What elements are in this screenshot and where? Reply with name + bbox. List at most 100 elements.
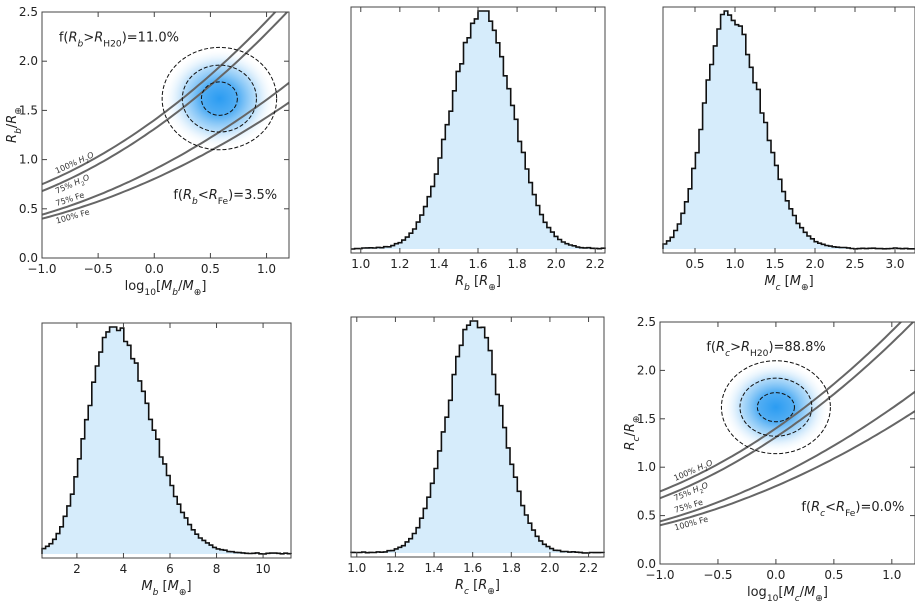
histogram-fill (42, 327, 291, 554)
curve-label: 100% H2O (54, 150, 97, 178)
credible-contour (720, 360, 831, 455)
label-segment: H20 (750, 349, 769, 359)
label-segment: H (691, 484, 700, 495)
label-segment: [ (156, 279, 161, 294)
label-segment: b (172, 288, 178, 298)
label-segment: O (700, 481, 709, 492)
x-tick-label: 1.0 (257, 262, 276, 276)
label-segment: / (5, 123, 20, 128)
histogram-fill (663, 11, 915, 249)
x-tick-label: −1.0 (645, 568, 674, 582)
label-segment: 2 (85, 158, 91, 165)
y-tick-label: 0.5 (637, 509, 656, 523)
histogram-outline (662, 10, 915, 250)
x-tick-label: 1.8 (502, 561, 521, 575)
label-segment: 2 (704, 466, 710, 473)
x-tick-label: 0.5 (824, 568, 843, 582)
curve-label: 100% H2O (673, 458, 716, 485)
label-segment: O (86, 150, 95, 161)
label-segment: b (464, 283, 470, 293)
composition-curve (42, 12, 289, 193)
label-segment: 10 (144, 288, 156, 298)
x-axis-label: Rc [R⊕] (455, 578, 500, 597)
label-segment: O (705, 458, 714, 469)
label-segment: 10 (767, 594, 779, 604)
credible-contour (200, 81, 238, 116)
composition-curve (660, 410, 915, 527)
label-segment: 2 (699, 489, 705, 496)
label-segment: H (77, 154, 86, 165)
label-segment: M (783, 585, 794, 600)
label-segment: [ (778, 585, 783, 600)
x-axis-label: Mc [M⊕] (764, 274, 813, 293)
label-segment: Fe (218, 197, 229, 207)
label-segment: M (161, 279, 172, 294)
label-segment: R (716, 340, 725, 355)
y-tick-label: 2.5 (637, 315, 656, 329)
label-segment: f( (173, 188, 183, 203)
composition-curve (660, 322, 903, 493)
plot-frame (662, 6, 915, 254)
x-axis-label: Mb [M⊕] (141, 579, 191, 598)
fraction-annotation: f(Rb<RFe)=3.5% (173, 188, 277, 207)
composition-curve (660, 322, 915, 500)
fraction-annotation: f(Rb>RH20)=11.0% (59, 31, 179, 50)
x-tick-label: 0.5 (201, 262, 220, 276)
label-segment: ] (495, 578, 500, 593)
label-segment: f( (706, 340, 716, 355)
plot-frame (41, 322, 292, 559)
x-tick-label: 1.5 (765, 257, 784, 271)
x-tick-label: 8 (213, 562, 221, 576)
credible-contour (161, 46, 278, 151)
x-tick-label: 1.4 (424, 561, 443, 575)
y-tick-label: 0.0 (637, 557, 656, 571)
composition-curve (42, 82, 289, 216)
label-segment: R (623, 442, 638, 451)
label-segment: R (479, 274, 488, 289)
label-segment: c (632, 437, 642, 442)
label-segment: Fe (74, 190, 85, 201)
x-tick-label: 1.0 (725, 257, 744, 271)
x-tick-label: 1.8 (508, 257, 527, 271)
label-segment: )=3.5% (228, 188, 277, 203)
composition-curve (660, 390, 915, 523)
label-segment: c (725, 349, 730, 359)
label-segment: > (83, 31, 94, 46)
x-tick-label: 2.2 (579, 561, 598, 575)
x-tick-label: 3.0 (885, 257, 904, 271)
x-tick-label: 1.2 (390, 257, 409, 271)
label-segment: 100% (673, 517, 700, 532)
label-segment: [ (469, 578, 478, 593)
label-segment: R (183, 188, 192, 203)
histogram-outline (41, 326, 292, 555)
y-tick-label: 2.5 (19, 5, 38, 19)
credible-contour (181, 64, 257, 133)
x-tick-label: 0.0 (145, 262, 164, 276)
label-segment: ] (201, 279, 206, 294)
label-segment: Fe (693, 498, 704, 509)
credible-contour (756, 392, 795, 423)
label-segment: R (5, 115, 20, 124)
label-segment: [ (158, 579, 167, 594)
label-segment: ] (496, 274, 501, 289)
label-segment: f( (59, 31, 69, 46)
x-axis-label: log10[Mc/M⊕] (747, 585, 828, 604)
label-segment: 100% (55, 210, 82, 226)
label-segment: c (795, 594, 800, 604)
plot-frame (659, 321, 915, 565)
label-segment: c (776, 283, 781, 293)
label-segment: ] (823, 585, 828, 600)
label-segment: 2 (81, 181, 87, 188)
x-tick-label: 2.2 (586, 257, 605, 271)
label-segment: ⊕ (14, 107, 24, 115)
label-segment: ⊕ (194, 288, 202, 298)
label-segment: M (804, 585, 815, 600)
x-tick-label: 1.6 (463, 561, 482, 575)
label-segment: )=11.0% (122, 31, 179, 46)
